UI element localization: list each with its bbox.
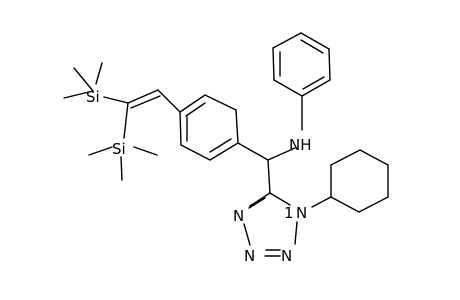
tetrazole-ring xyxy=(243,192,298,257)
tms-group-bottom xyxy=(88,102,158,181)
ch-linker xyxy=(237,142,296,194)
vinyl-bond xyxy=(127,89,181,113)
silicon-atom-bottom: Si xyxy=(112,140,126,158)
tetrazole-nitrogen-1: N xyxy=(233,207,244,225)
cyclohexyl-ring xyxy=(311,149,389,213)
tetrazole-nitrogen-2: N xyxy=(244,247,255,265)
tms-group-top xyxy=(63,62,129,104)
tetrazole-nitrogen-locant: 1 xyxy=(284,204,294,222)
phenyl-ring-top xyxy=(272,32,331,131)
benzene-ring-central xyxy=(179,94,239,161)
tetrazole-nitrogen-3: N xyxy=(281,247,292,265)
amine-nh-label: NH xyxy=(289,136,312,154)
silicon-atom-top: Si xyxy=(86,88,100,106)
tetrazole-nitrogen-4: N xyxy=(296,204,307,222)
